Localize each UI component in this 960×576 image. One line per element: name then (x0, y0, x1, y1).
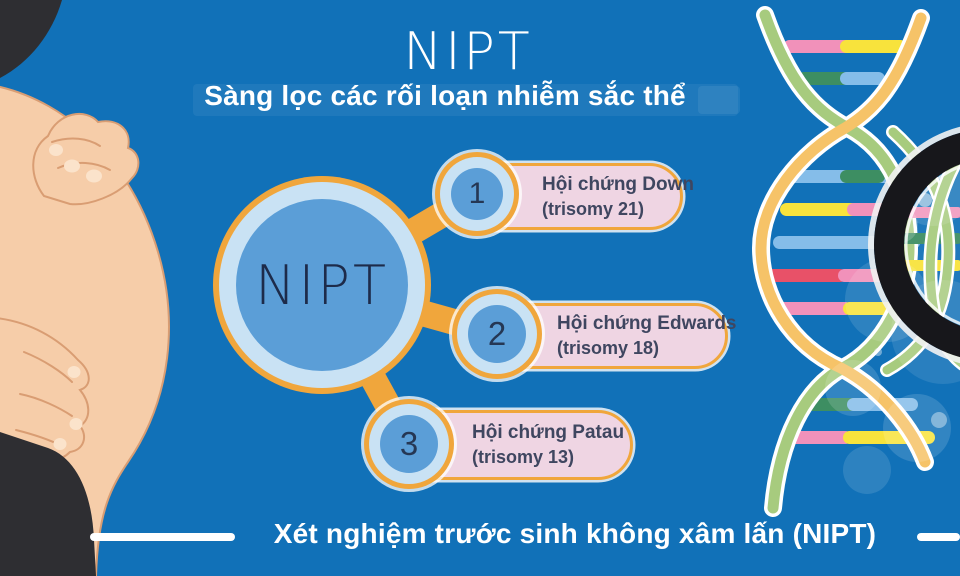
syndrome-trisomy: (trisomy 18) (557, 338, 660, 358)
step-circle-1: 1 (451, 168, 503, 220)
dna-helix-illustration (751, 6, 960, 517)
divider-line-left (90, 533, 235, 541)
step-circle-2: 2 (468, 305, 526, 363)
clothing-shoulder (0, 0, 62, 78)
clothing-trousers (0, 432, 96, 576)
upper-hand (32, 113, 140, 206)
page-subtitle: Sàng lọc các rối loạn nhiễm sắc thể (204, 80, 686, 111)
syndrome-trisomy: (trisomy 21) (542, 198, 645, 219)
syndrome-name: Hội chứng Down (542, 173, 695, 195)
central-nipt-circle: NIPT (236, 199, 408, 371)
dna-strands (751, 6, 934, 517)
step-number: 1 (468, 177, 486, 210)
divider-line-right (917, 533, 960, 541)
step-number: 2 (487, 315, 507, 352)
step-number: 3 (399, 425, 419, 462)
magnifier-lens-icon (868, 126, 960, 364)
subtitle-highlight-band (193, 84, 738, 116)
footer-title: Xét nghiệm trước sinh không xâm lấn (NIP… (273, 518, 877, 549)
syndrome-name: Hội chứng Edwards (557, 313, 737, 334)
page-title: NIPT (403, 22, 533, 82)
syndrome-name: Hội chứng Patau (472, 422, 625, 443)
pregnant-belly-illustration (0, 0, 170, 576)
syndrome-trisomy: (trisomy 13) (472, 447, 575, 467)
central-nipt-label: NIPT (255, 253, 389, 317)
step-circle-3: 3 (380, 415, 438, 473)
subtitle-highlight-blob (698, 86, 740, 114)
